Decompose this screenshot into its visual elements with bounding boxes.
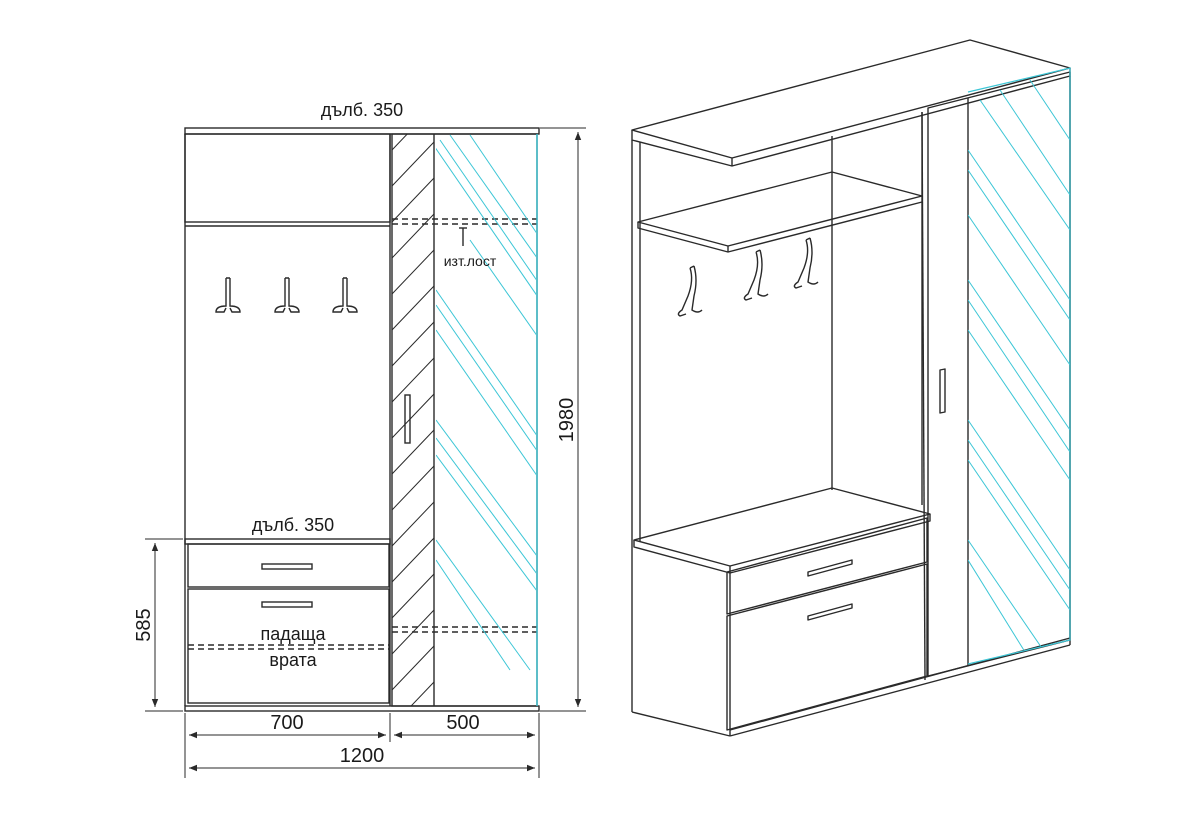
base-plinth [184,705,540,712]
hatch-line [392,249,434,295]
isometric-view [631,39,1071,737]
hatch-line [392,134,408,151]
iso-drawer-front [726,517,928,615]
hatch-line [392,429,434,475]
coat-hooks-iso [677,237,819,317]
door-handle [404,394,411,444]
hatch-line [392,754,434,798]
coat-hooks-front [215,277,358,313]
iso-bench-top [633,487,931,567]
dimension-lines [145,127,586,778]
dim-total-width: 1200 [340,745,385,767]
coat-hook-icon [215,277,241,313]
depth-top-label: дълб. 350 [321,100,403,120]
hatch-line [392,609,434,655]
hatch-line [392,645,434,691]
flap-label-line2: врата [269,650,317,670]
dim-right-width: 500 [446,712,479,734]
hatch-line [392,537,434,583]
dim-lower-height: 585 [133,608,155,641]
front-view [184,127,540,712]
drawer-handle [261,563,313,570]
dim-total-height: 1980 [556,398,578,443]
iso-drawer-handle [807,559,853,577]
hatch-line [392,321,434,367]
coat-hook-icon [274,277,300,313]
door-hatch [392,134,434,820]
rod-label: изт.лост [444,253,497,269]
iso-flap-door [726,563,928,731]
hatch-line [392,285,434,331]
flap-label-line1: падаща [260,624,326,644]
depth-bottom-label: дълб. 350 [252,515,334,535]
iso-door-handle [939,368,946,414]
coat-hook-icon [677,265,703,317]
hatch-line [410,681,434,706]
drawer-front [187,543,390,588]
flap-door [187,588,390,704]
top-board [184,127,540,135]
hatch-line [392,465,434,511]
hatch-line [392,177,434,223]
dim-left-width: 700 [270,712,303,734]
hatch-line [392,141,434,187]
hatch-line [392,790,434,820]
hatch-line [392,393,434,439]
iso-flap-handle [807,603,853,621]
hatch-line [392,573,434,619]
hatch-line [392,718,434,762]
hatch-line [392,501,434,547]
mirror-front [436,134,536,671]
bench-top [184,538,391,545]
coat-hook-icon [332,277,358,313]
mirror-iso [968,79,1070,661]
hatch-line [392,357,434,403]
coat-hook-icon [793,237,819,289]
hatch-line [392,213,434,259]
left-upper-compartment [184,133,391,223]
coat-hook-icon [743,249,769,301]
flap-door-handle [261,601,313,608]
iso-upper-shelf [637,171,923,247]
iso-top-board [631,39,1071,159]
wardrobe-rod-icon [459,227,467,246]
